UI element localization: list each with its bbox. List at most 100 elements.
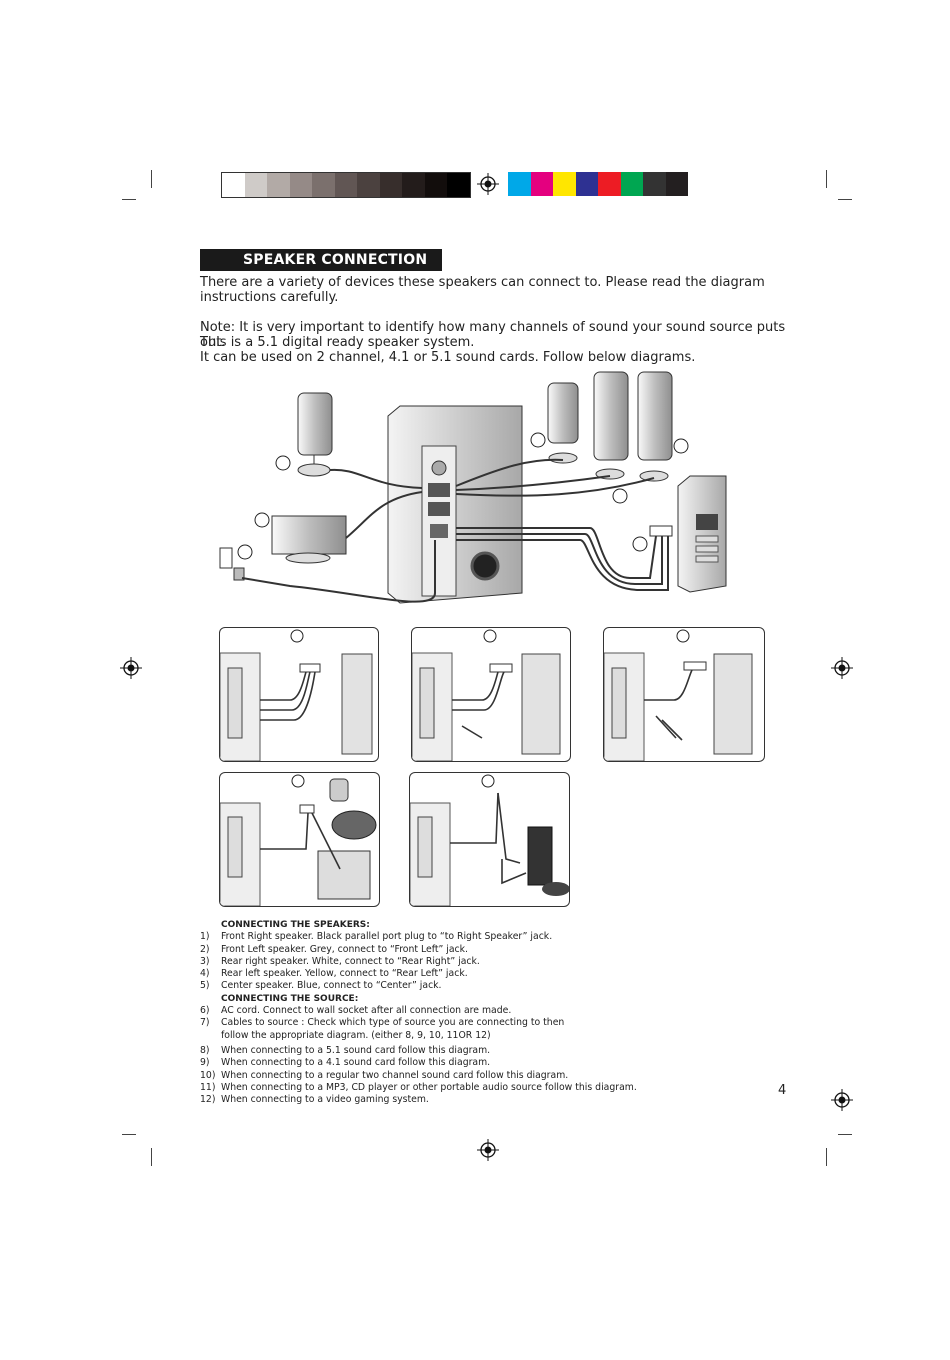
callout-badge <box>612 488 628 504</box>
rear-left-speaker <box>593 371 629 480</box>
color-swatch <box>289 173 312 197</box>
instruction-item: 10) When connecting to a regular two chan… <box>200 1070 760 1082</box>
color-swatch <box>334 173 357 197</box>
instruction-number: 6) <box>200 1005 210 1017</box>
instruction-text: follow the appropriate diagram. (either … <box>221 1029 491 1041</box>
instruction-number: 3) <box>200 955 210 967</box>
instruction-number: 10) <box>200 1069 216 1081</box>
grayscale-color-bar <box>221 172 471 198</box>
instruction-text: Center speaker. Blue, connect to “Center… <box>221 980 442 992</box>
intro-line: instructions carefully. <box>200 290 339 305</box>
callout-badge <box>254 512 270 528</box>
crop-mark <box>838 1134 852 1135</box>
color-swatch <box>267 173 290 197</box>
section-heading: SPEAKER CONNECTION <box>200 249 442 271</box>
instruction-text: Cables to source : Check which type of s… <box>221 1017 565 1029</box>
instructions-list: CONNECTING THE SPEAKERS: 1) Front Right s… <box>200 919 760 1106</box>
instruction-item: 5) Center speaker. Blue, connect to “Cent… <box>200 980 760 992</box>
crop-mark <box>826 1148 827 1166</box>
crop-mark <box>151 170 152 188</box>
instruction-number: 12) <box>200 1094 216 1106</box>
color-swatch <box>402 173 425 197</box>
instruction-item: 6) AC cord. Connect to wall socket after … <box>200 1005 760 1017</box>
color-swatch <box>222 173 245 197</box>
registration-mark-icon <box>477 173 499 195</box>
color-swatch <box>379 173 402 197</box>
speakers-heading: CONNECTING THE SPEAKERS: <box>221 920 370 930</box>
rear-right-speaker <box>637 371 673 482</box>
instruction-text: Rear right speaker. White, connect to “R… <box>221 955 480 967</box>
instruction-item: 9) When connecting to a 4.1 sound card fo… <box>200 1057 760 1069</box>
instruction-text: Front Right speaker. Black parallel port… <box>221 931 553 943</box>
instruction-number: 5) <box>200 980 210 992</box>
instruction-text: Rear left speaker. Yellow, connect to “R… <box>221 968 468 980</box>
color-swatch <box>447 173 470 197</box>
cable <box>241 458 669 603</box>
diagram-portable-audio <box>219 772 380 907</box>
callout-badge <box>275 455 291 471</box>
instruction-item: 7) Cables to source : Check which type of… <box>200 1017 760 1029</box>
diagram-4-1-sound-card <box>411 627 571 762</box>
instruction-number: 2) <box>200 943 210 955</box>
color-swatch <box>244 173 267 197</box>
callout-badge <box>632 536 648 552</box>
instruction-number: 7) <box>200 1017 210 1029</box>
main-connection-diagram <box>219 371 727 604</box>
note-line: It can be used on 2 channel, 4.1 or 5.1 … <box>200 350 696 365</box>
crop-mark <box>838 199 852 200</box>
intro-line: There are a variety of devices these spe… <box>200 275 765 290</box>
instruction-number: 1) <box>200 931 210 943</box>
front-right-speaker <box>297 392 333 477</box>
color-swatch <box>598 172 621 196</box>
instruction-text: When connecting to a 4.1 sound card foll… <box>221 1057 491 1069</box>
color-swatch <box>620 172 643 196</box>
instruction-number: 4) <box>200 968 210 980</box>
color-swatch <box>665 172 688 196</box>
color-swatch <box>530 172 553 196</box>
instruction-text: When connecting to a 5.1 sound card foll… <box>221 1044 491 1056</box>
instruction-item: 2) Front Left speaker. Grey, connect to “… <box>200 944 760 956</box>
instruction-item: 11) When connecting to a MP3, CD player o… <box>200 1082 760 1094</box>
process-color-bar <box>508 172 688 196</box>
instruction-number <box>200 1030 221 1042</box>
color-swatch <box>312 173 335 197</box>
instruction-item: 12) When connecting to a video gaming sys… <box>200 1094 760 1106</box>
registration-mark-icon <box>120 657 142 679</box>
color-swatch <box>643 172 666 196</box>
page-number: 4 <box>778 1083 787 1098</box>
instruction-number: 8) <box>200 1044 210 1056</box>
crop-mark <box>151 1148 152 1166</box>
color-swatch <box>357 173 380 197</box>
color-swatch <box>575 172 598 196</box>
note-line: Note: It is very important to identify h… <box>200 320 786 350</box>
instruction-text: Front Left speaker. Grey, connect to “Fr… <box>221 943 468 955</box>
crop-mark <box>122 1134 136 1135</box>
diagram-video-gaming <box>409 772 570 907</box>
instruction-item: 1) Front Right speaker. Black parallel po… <box>200 931 760 943</box>
instruction-text: AC cord. Connect to wall socket after al… <box>221 1005 512 1017</box>
center-speaker <box>547 382 579 464</box>
instruction-text: When connecting to a video gaming system… <box>221 1094 429 1106</box>
color-swatch <box>553 172 576 196</box>
instruction-text: When connecting to a MP3, CD player or o… <box>221 1081 637 1093</box>
crop-mark <box>826 170 827 188</box>
instruction-number: 11) <box>200 1081 216 1093</box>
color-swatch <box>508 172 531 196</box>
instruction-number: 9) <box>200 1057 210 1069</box>
color-swatch <box>424 173 447 197</box>
instruction-text: When connecting to a regular two channel… <box>221 1069 569 1081</box>
registration-mark-icon <box>477 1139 499 1161</box>
registration-mark-icon <box>831 657 853 679</box>
instruction-item: 8) When connecting to a 5.1 sound card fo… <box>200 1045 760 1057</box>
monitor <box>271 515 347 564</box>
instruction-item: 4) Rear left speaker. Yellow, connect to … <box>200 968 760 980</box>
subwoofer <box>387 405 523 604</box>
wall-socket <box>219 547 245 581</box>
instruction-item: 3) Rear right speaker. White, connect to … <box>200 956 760 968</box>
callout-badge <box>673 438 689 454</box>
diagram-2-channel-sound-card <box>603 627 765 762</box>
note-line: This is a 5.1 digital ready speaker syst… <box>200 335 475 350</box>
registration-mark-icon <box>831 1089 853 1111</box>
diagram-5-1-sound-card <box>219 627 379 762</box>
computer-tower <box>649 475 727 593</box>
